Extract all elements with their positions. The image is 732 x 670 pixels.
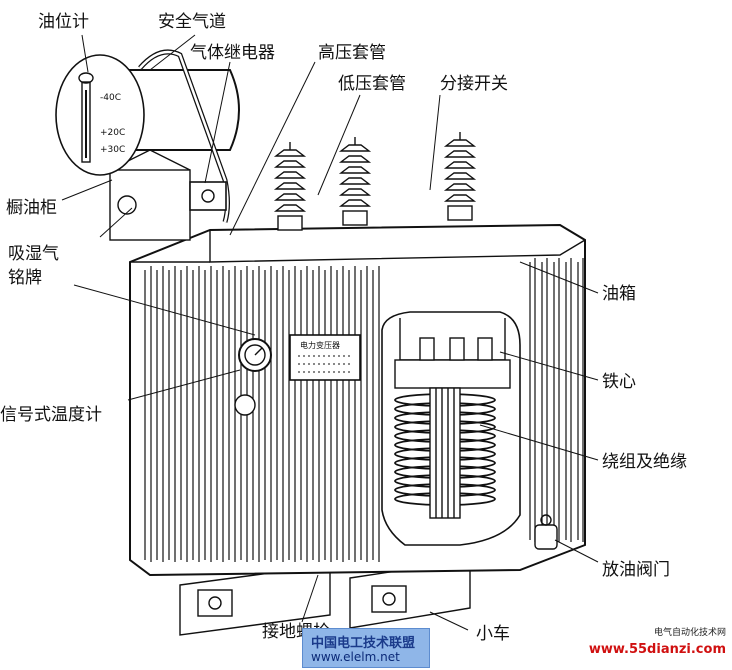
cooling-fin xyxy=(324,266,332,562)
iron-core xyxy=(429,387,461,519)
drain-valve xyxy=(534,514,558,550)
gas-relay xyxy=(189,181,227,211)
elelm-watermark: 中国电工技术联盟 www.elelm.net xyxy=(302,628,430,668)
label-drain-valve: 放油阀门 xyxy=(602,560,670,580)
label-safety-vent: 安全气道 xyxy=(158,12,226,32)
cooling-fin xyxy=(348,266,356,562)
gauge-mark-minus40: -40C xyxy=(100,93,121,103)
cooling-fin xyxy=(360,266,368,562)
cooling-fin xyxy=(529,258,536,542)
cooling-fin xyxy=(168,266,176,562)
label-breather: 吸湿气 xyxy=(8,244,59,264)
cooling-fin xyxy=(553,258,560,542)
cooling-fin xyxy=(541,258,548,542)
trolley-base xyxy=(179,559,471,636)
cooling-fin xyxy=(577,258,584,542)
bushing xyxy=(338,137,372,226)
label-gas-relay: 气体继电器 xyxy=(190,43,275,63)
oil-level-gauge xyxy=(55,54,145,176)
label-thermometer: 信号式温度计 xyxy=(0,405,102,425)
label-tap-changer: 分接开关 xyxy=(440,74,508,94)
cooling-fin xyxy=(180,266,188,562)
cooling-fin xyxy=(144,266,152,562)
bushings xyxy=(273,132,477,231)
cooling-fin xyxy=(336,266,344,562)
gauge-mark-plus20: +20C xyxy=(100,128,126,138)
cooling-fin xyxy=(156,266,164,562)
label-lv-bushing: 低压套管 xyxy=(338,74,406,94)
label-hv-bushing: 高压套管 xyxy=(318,43,386,63)
elelm-watermark-title: 中国电工技术联盟 xyxy=(311,636,416,651)
cooling-fin xyxy=(252,266,260,562)
cooling-fin xyxy=(204,266,212,562)
label-trolley: 小车 xyxy=(476,624,510,644)
site-watermark-title: 电气自动化技术网 xyxy=(653,628,726,638)
gauge-mark-plus30: +30C xyxy=(100,145,126,155)
elelm-watermark-url: www.elelm.net xyxy=(311,650,400,664)
site-watermark: 电气自动化技术网 www.55dianzi.com xyxy=(589,625,726,657)
label-oil-tank: 油箱 xyxy=(602,284,636,304)
cooling-fin xyxy=(216,266,224,562)
cooling-fin xyxy=(372,266,380,562)
cooling-fin xyxy=(565,258,572,542)
cooling-fin xyxy=(264,266,272,562)
cooling-fin xyxy=(312,266,320,562)
bushing xyxy=(273,142,307,231)
cooling-fin xyxy=(288,266,296,562)
label-winding: 绕组及绝缘 xyxy=(602,452,687,472)
cooling-fin xyxy=(276,266,284,562)
label-nameplate: 铭牌 xyxy=(8,268,42,288)
label-iron-core: 铁心 xyxy=(602,372,636,392)
label-oil-level: 油位计 xyxy=(38,12,89,32)
bushing xyxy=(443,132,477,221)
signal-thermometer xyxy=(234,338,272,416)
cooling-fin xyxy=(228,266,236,562)
label-conservator: 橱油柜 xyxy=(6,198,57,218)
cooling-fin xyxy=(300,266,308,562)
site-watermark-url: www.55dianzi.com xyxy=(588,642,726,657)
nameplate-title: 电力变压器 xyxy=(300,341,340,350)
leader-lines xyxy=(61,34,599,631)
